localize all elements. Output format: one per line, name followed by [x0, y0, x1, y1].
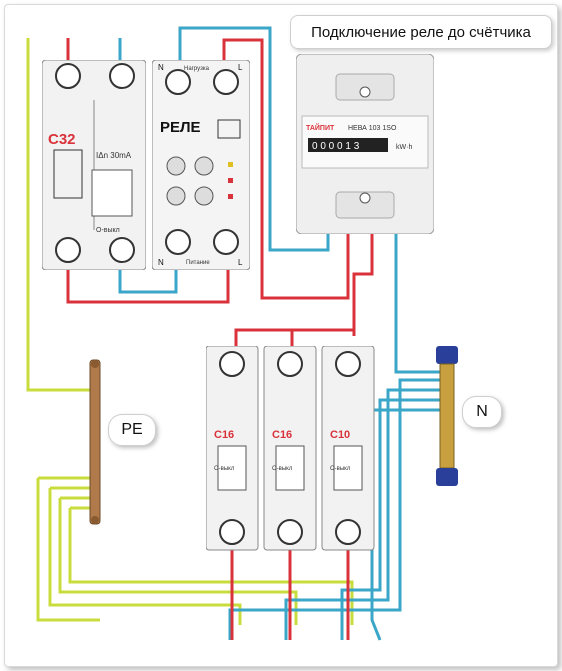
n-bus-wire-2 — [284, 388, 440, 640]
n-bus-wire-1 — [228, 378, 440, 640]
rcd-rating: C32 — [48, 131, 76, 148]
breaker-off-label: О-выкл — [330, 466, 351, 472]
meter-seal-screw-icon — [359, 192, 371, 204]
terminal-screw-icon[interactable] — [277, 351, 303, 377]
relay-led-red — [228, 194, 233, 199]
n-bus-wire-3 — [340, 398, 440, 640]
relay-knob[interactable] — [166, 186, 186, 206]
terminal-screw-icon[interactable] — [109, 237, 135, 263]
relay-l-bottom: L — [238, 258, 243, 267]
n-busbar-cap-bottom — [436, 468, 458, 486]
relay-device: N L Нагрузка РЕЛЕ N L Питание — [152, 60, 250, 270]
relay-led-red — [228, 178, 233, 183]
breaker-rating: C16 — [272, 429, 292, 441]
breaker-off-label: О-выкл — [272, 466, 293, 472]
terminal-screw-icon[interactable] — [335, 351, 361, 377]
relay-n-top: N — [158, 63, 164, 72]
n-bus-wire-4 — [370, 408, 440, 641]
busbar-screw-icon — [91, 360, 99, 368]
n-busbar-cap-top — [436, 346, 458, 364]
breaker-3: C10 О-выкл — [321, 346, 375, 551]
pe-wire-4 — [68, 508, 354, 625]
terminal-screw-icon[interactable] — [109, 63, 135, 89]
relay-l-top: L — [238, 63, 243, 72]
meter-model: НЕВА 103 1SO — [348, 125, 397, 132]
l-rcd-relay-wire — [66, 260, 230, 304]
relay-knob[interactable] — [166, 156, 186, 176]
terminal-screw-icon[interactable] — [165, 229, 191, 255]
neutral-wires — [118, 26, 440, 641]
breaker-rating: C16 — [214, 429, 234, 441]
pe-busbar-bar — [89, 359, 101, 525]
n-rcd-relay-wire — [118, 260, 178, 294]
n-relay-meter-wire — [178, 26, 330, 252]
breaker-toggle[interactable] — [333, 445, 363, 491]
meter-unit: kW·h — [396, 144, 412, 151]
n-label: N — [462, 396, 502, 428]
relay-knob[interactable] — [194, 156, 214, 176]
terminal-screw-icon[interactable] — [55, 237, 81, 263]
breaker-toggle[interactable] — [217, 445, 247, 491]
l-relay-meter-wire — [222, 38, 350, 300]
pe-label: PE — [108, 414, 156, 446]
terminal-screw-icon[interactable] — [165, 69, 191, 95]
meter-bottom-cover — [335, 191, 395, 219]
breaker-group: C16 О-выкл C16 О-выкл C10 О-выкл — [206, 346, 375, 551]
terminal-screw-icon[interactable] — [219, 351, 245, 377]
l-meter-out-wire — [352, 232, 374, 336]
diagram-title: Подключение реле до счётчика — [290, 15, 552, 49]
rcd-device: C32 IΔn 30mA О-выкл — [42, 60, 146, 270]
meter-digits: 0 0 0 0 1 3 — [312, 141, 360, 152]
breaker-toggle[interactable] — [275, 445, 305, 491]
relay-name: РЕЛЕ — [160, 119, 201, 136]
l-bus-wire — [234, 328, 354, 350]
phase-wires — [66, 38, 374, 640]
terminal-screw-icon[interactable] — [213, 69, 239, 95]
pe-wire-2 — [48, 488, 242, 625]
relay-knob[interactable] — [194, 186, 214, 206]
terminal-screw-icon[interactable] — [213, 229, 239, 255]
terminal-screw-icon[interactable] — [277, 519, 303, 545]
terminal-screw-icon[interactable] — [335, 519, 361, 545]
breaker-off-label: О-выкл — [214, 466, 235, 472]
n-busbar-bar — [439, 363, 455, 469]
rcd-off-label: О-выкл — [96, 227, 120, 234]
rcd-leak-label: IΔn 30mA — [96, 151, 132, 160]
n-busbar — [436, 346, 458, 486]
meter-seal-screw-icon — [359, 86, 371, 98]
breaker-1: C16 О-выкл — [206, 346, 259, 551]
busbar-screw-icon — [91, 516, 99, 524]
breaker-rating: C10 — [330, 429, 350, 441]
pe-busbar — [89, 359, 101, 525]
breaker-2: C16 О-выкл — [263, 346, 317, 551]
n-meter-bus-wire — [394, 232, 440, 374]
pe-main-wire — [26, 38, 100, 392]
relay-load-label: Нагрузка — [184, 66, 210, 72]
pe-wire-1 — [36, 478, 100, 622]
rcd-toggle[interactable] — [91, 169, 133, 217]
meter-counter — [308, 138, 388, 152]
terminal-screw-icon[interactable] — [219, 519, 245, 545]
terminal-screw-icon[interactable] — [55, 63, 81, 89]
rcd-schematic-icon — [53, 149, 83, 199]
relay-supply-label: Питание — [186, 260, 210, 266]
meter-brand: ТАЙПИТ — [306, 123, 335, 132]
relay-coil-icon — [217, 119, 241, 139]
relay-led-yellow — [228, 162, 233, 167]
electricity-meter: ТАЙПИТ НЕВА 103 1SO 0 0 0 0 1 3 kW·h — [296, 54, 434, 234]
relay-n-bottom: N — [158, 258, 164, 267]
